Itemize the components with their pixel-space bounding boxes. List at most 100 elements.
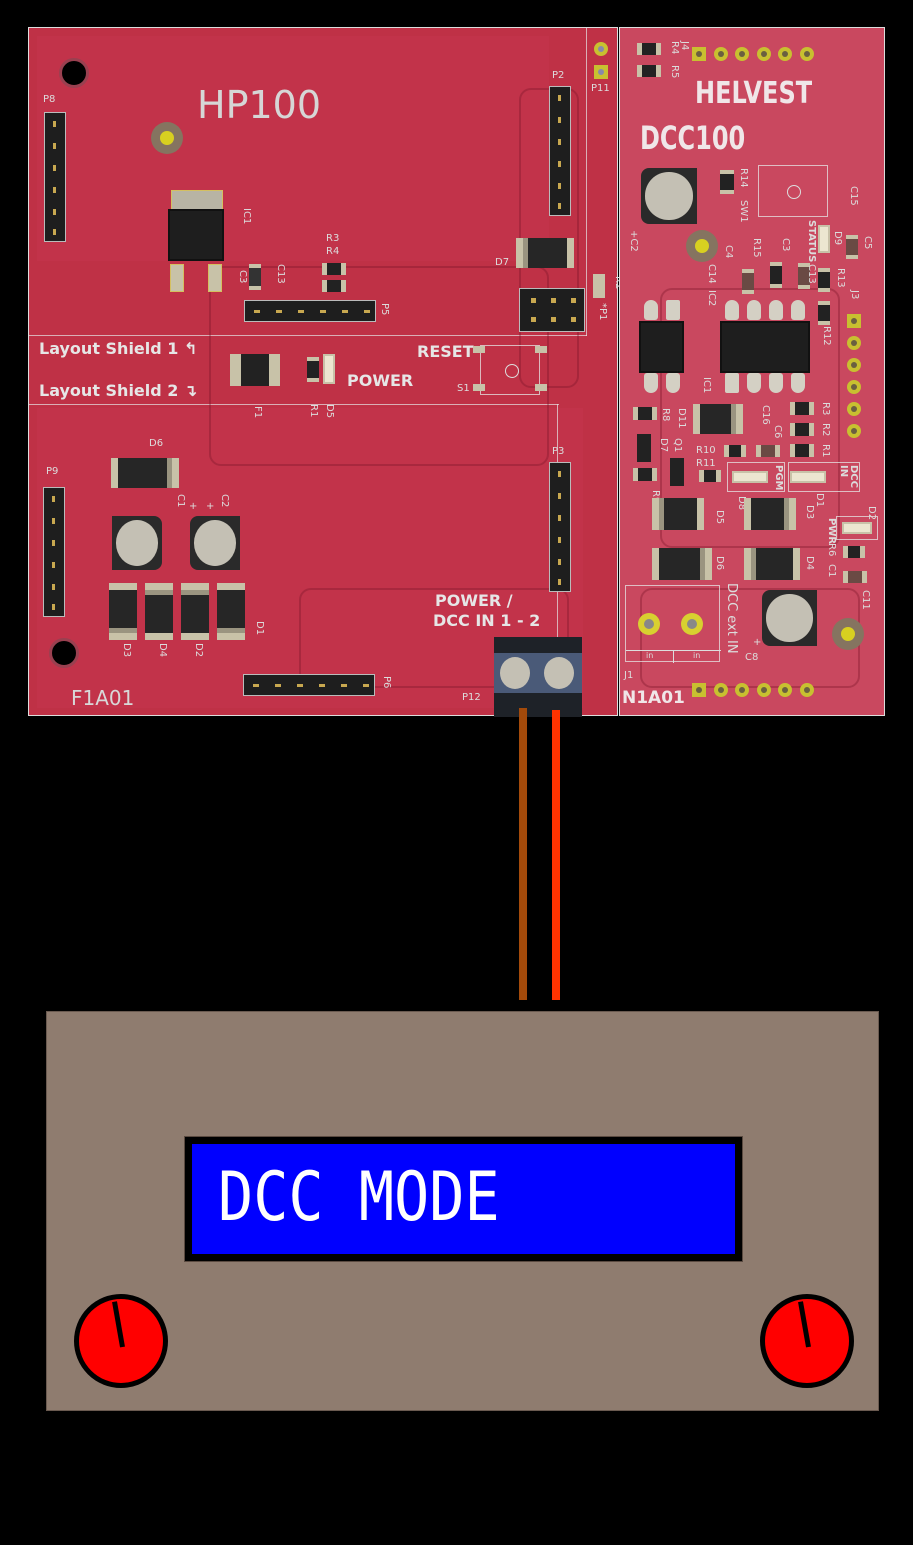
header-p1-icsp[interactable] <box>519 288 585 332</box>
j4-pad-5[interactable] <box>778 47 792 61</box>
j4-pad-3[interactable] <box>735 47 749 61</box>
header-p6[interactable] <box>243 674 375 696</box>
bottom-pad-4[interactable] <box>757 683 771 697</box>
refdes-r4: R4 <box>669 41 680 55</box>
capacitor-c3 <box>798 263 810 289</box>
refdes-d7: D7 <box>495 257 510 268</box>
resistor-r13 <box>818 268 830 292</box>
dcc-board-title-1: HELVEST <box>695 76 813 111</box>
bottom-pad-2[interactable] <box>714 683 728 697</box>
refdes-c1: C1 <box>826 564 837 578</box>
header-p5[interactable] <box>244 300 376 322</box>
refdes-p11: P11 <box>591 83 610 94</box>
header-p9[interactable] <box>43 487 65 617</box>
left-knob[interactable] <box>74 1294 168 1388</box>
board-title: HP100 <box>197 83 322 127</box>
refdes-r10: R10 <box>696 445 716 456</box>
bottom-pad-1[interactable] <box>692 683 706 697</box>
refdes-d6: D6 <box>714 556 725 571</box>
refdes-r14: R14 <box>738 168 749 188</box>
resistor-r10 <box>724 445 746 457</box>
wire-red[interactable] <box>552 710 560 1000</box>
j4-pad-2[interactable] <box>714 47 728 61</box>
resistor-r1 <box>307 357 319 382</box>
refdes-d7: D7 <box>658 438 669 453</box>
header-p3[interactable] <box>549 462 571 592</box>
layout-shield-2-text: Layout Shield 2 <box>39 381 179 400</box>
header-p8[interactable] <box>44 112 66 242</box>
pgm-indicator-box <box>727 462 785 492</box>
j3-pad-6[interactable] <box>847 424 861 438</box>
ic1-leg <box>747 373 761 393</box>
refdes-ic2: IC2 <box>706 290 717 307</box>
diode-d3 <box>744 498 796 530</box>
j3-pad-4[interactable] <box>847 380 861 394</box>
arrow-down-icon: ↴ <box>184 381 198 400</box>
refdes-r3: R3 <box>326 233 340 244</box>
diode-d7 <box>516 238 574 268</box>
refdes-r3: R3 <box>820 402 831 416</box>
bottom-pad-3[interactable] <box>735 683 749 697</box>
dcc-board-title-2: DCC100 <box>640 119 746 157</box>
resistor-r3 <box>322 263 346 275</box>
ic1-leg <box>769 300 783 320</box>
j3-pad-1[interactable] <box>847 314 861 328</box>
ic2-leg <box>644 373 658 393</box>
capacitor-c5 <box>846 235 858 259</box>
resistor-r6 <box>843 546 865 558</box>
j3-pad-3[interactable] <box>847 358 861 372</box>
j4-pad-1[interactable] <box>692 47 706 61</box>
refdes-r15: R15 <box>751 238 762 258</box>
j4-pad-4[interactable] <box>757 47 771 61</box>
dcc-board-revision: N1A01 <box>622 688 685 708</box>
trace <box>209 266 549 466</box>
right-knob[interactable] <box>760 1294 854 1388</box>
refdes-c13: C13 <box>806 264 817 284</box>
capacitor-c4 <box>742 269 754 294</box>
capacitor-c8 <box>762 590 817 646</box>
refdes-r5: R5 <box>669 65 680 79</box>
refdes-j3: J3 <box>849 290 860 300</box>
pad-p11-1[interactable] <box>594 42 608 56</box>
refdes-d2: D2 <box>866 506 877 521</box>
refdes-d2: D2 <box>193 643 204 658</box>
reset-button-s1[interactable] <box>480 345 540 395</box>
ic2-optocoupler <box>639 321 684 373</box>
refdes-ic1: IC1 <box>701 377 712 394</box>
bottom-pad-5[interactable] <box>778 683 792 697</box>
capacitor-c2 <box>190 516 240 570</box>
j4-pad-6[interactable] <box>800 47 814 61</box>
label-power-dcc-in-2: DCC IN 1 - 2 <box>433 611 541 630</box>
ic1-leg <box>725 300 739 320</box>
resistor-r4 <box>322 280 346 292</box>
capacitor-c6 <box>756 445 780 457</box>
refdes-c8: C8 <box>745 652 759 663</box>
resistor-r1 <box>790 444 814 457</box>
section-divider-v2 <box>586 28 587 336</box>
refdes-d5: D5 <box>324 404 335 419</box>
wire-brown[interactable] <box>519 708 527 1000</box>
refdes-p2: P2 <box>552 70 565 81</box>
label-pgm: PGM <box>773 465 784 491</box>
refdes-c5: C5 <box>862 236 873 250</box>
section-divider-2 <box>29 404 559 405</box>
header-p2[interactable] <box>549 86 571 216</box>
refdes-d5: D5 <box>714 510 725 525</box>
connector-j1[interactable]: in in <box>625 585 721 663</box>
switch-sw1[interactable] <box>758 165 828 217</box>
terminal-block-p12[interactable] <box>494 637 582 717</box>
bottom-pad-6[interactable] <box>800 683 814 697</box>
mounting-hole <box>49 638 79 668</box>
resistor-r12 <box>818 301 830 325</box>
j1-pad-1[interactable] <box>638 613 660 635</box>
led-d8-pgm <box>732 471 768 483</box>
pad-p11-2[interactable] <box>594 65 608 79</box>
dcc-controller: DCC MODE <box>46 1011 879 1411</box>
j3-pad-2[interactable] <box>847 336 861 350</box>
j1-pad-2[interactable] <box>681 613 703 635</box>
terminal-screw-2[interactable] <box>544 657 574 689</box>
j3-pad-5[interactable] <box>847 402 861 416</box>
refdes-d4: D4 <box>804 556 815 571</box>
refdes-d6: D6 <box>149 438 164 449</box>
terminal-screw-1[interactable] <box>500 657 530 689</box>
